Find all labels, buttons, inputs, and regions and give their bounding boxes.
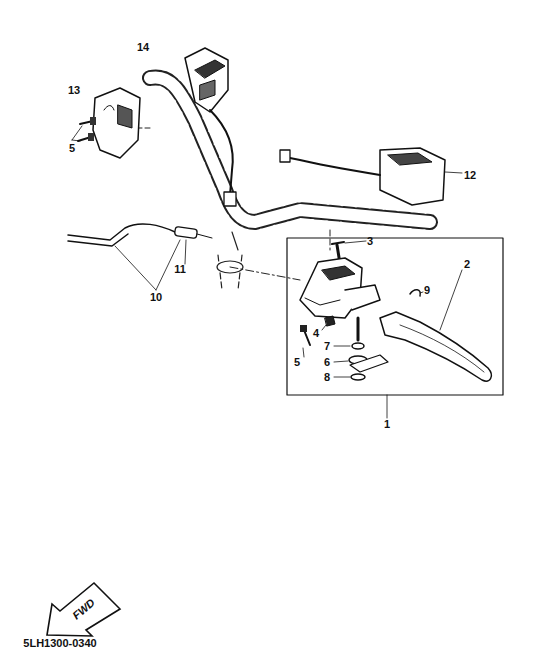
callout-number: 3 [367, 236, 373, 247]
callout-number: 7 [324, 341, 330, 352]
callout-number: 11 [174, 264, 186, 275]
figure-code: 5LH1300-0340 [23, 638, 96, 649]
callout-number: 5 [69, 143, 75, 154]
callout-number: 14 [137, 42, 149, 53]
callout-number: 9 [424, 285, 430, 296]
callout-number: 2 [464, 259, 470, 270]
callout-number: 13 [68, 85, 80, 96]
callout-number: 12 [464, 170, 476, 181]
arrow-text: FWD [71, 596, 98, 621]
direction-arrow: FWD [44, 580, 124, 638]
callout-number: 4 [313, 328, 319, 339]
callout-number: 1 [384, 419, 390, 430]
callout-number: 5 [294, 357, 300, 368]
callout-number: 6 [324, 357, 330, 368]
callout-number: 8 [324, 372, 330, 383]
callout-number: 10 [150, 292, 162, 303]
